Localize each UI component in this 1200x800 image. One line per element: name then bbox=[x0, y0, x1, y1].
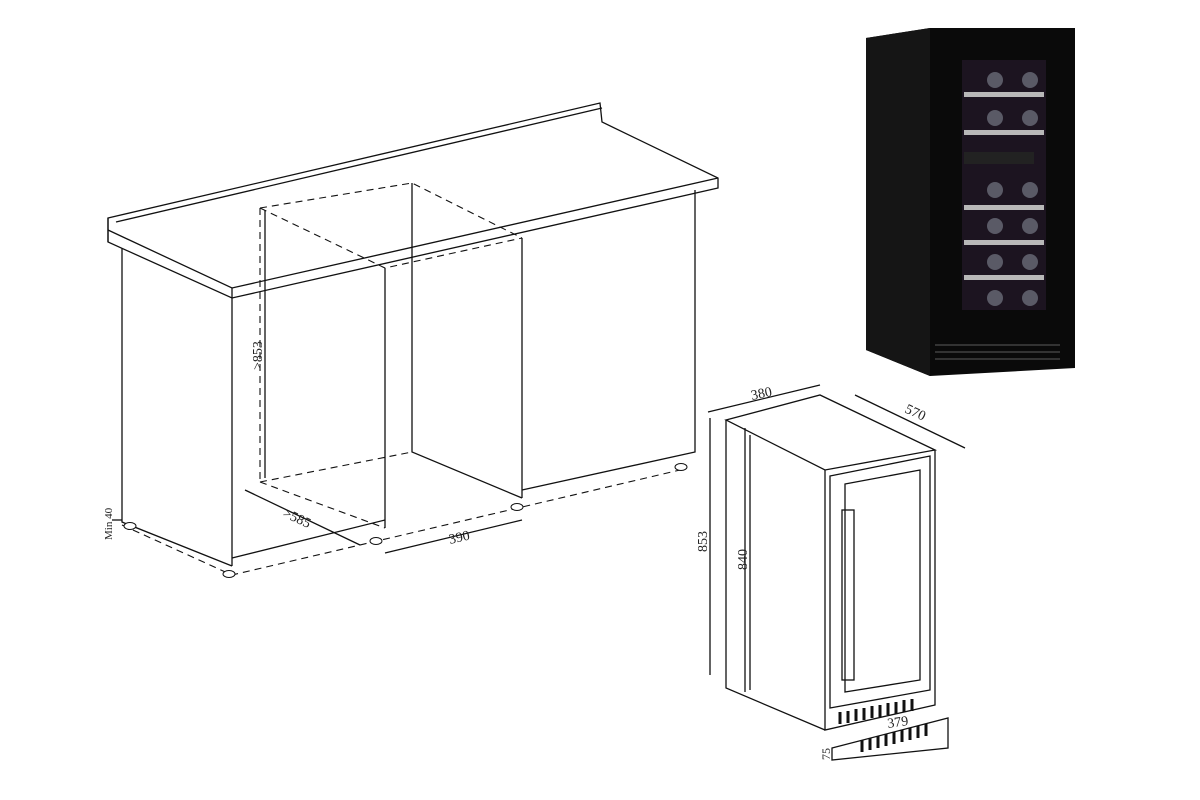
base-cabinet bbox=[121, 183, 696, 567]
kick-plate-width-label: 379 bbox=[886, 714, 909, 732]
countertop bbox=[107, 102, 719, 299]
min-depth-label: >585 bbox=[280, 506, 313, 532]
floor-gap-label: Min 40 bbox=[103, 507, 115, 540]
min-height-label: >853 bbox=[251, 341, 266, 370]
appliance-body-height-label: 840 bbox=[736, 549, 751, 570]
wine-cooler-photo bbox=[866, 28, 1075, 376]
kick-plate bbox=[831, 717, 949, 761]
recess-outline bbox=[121, 182, 681, 576]
cabinet-feet bbox=[123, 463, 688, 578]
appliance-total-height-label: 853 bbox=[696, 531, 711, 552]
dimension-lines bbox=[112, 210, 523, 554]
appliance-drawing bbox=[707, 384, 966, 731]
width-label: 390 bbox=[448, 529, 472, 548]
kick-plate-height-label: 75 bbox=[819, 748, 833, 760]
appliance-depth-label: 570 bbox=[902, 402, 927, 424]
appliance-width-label: 380 bbox=[750, 385, 774, 404]
